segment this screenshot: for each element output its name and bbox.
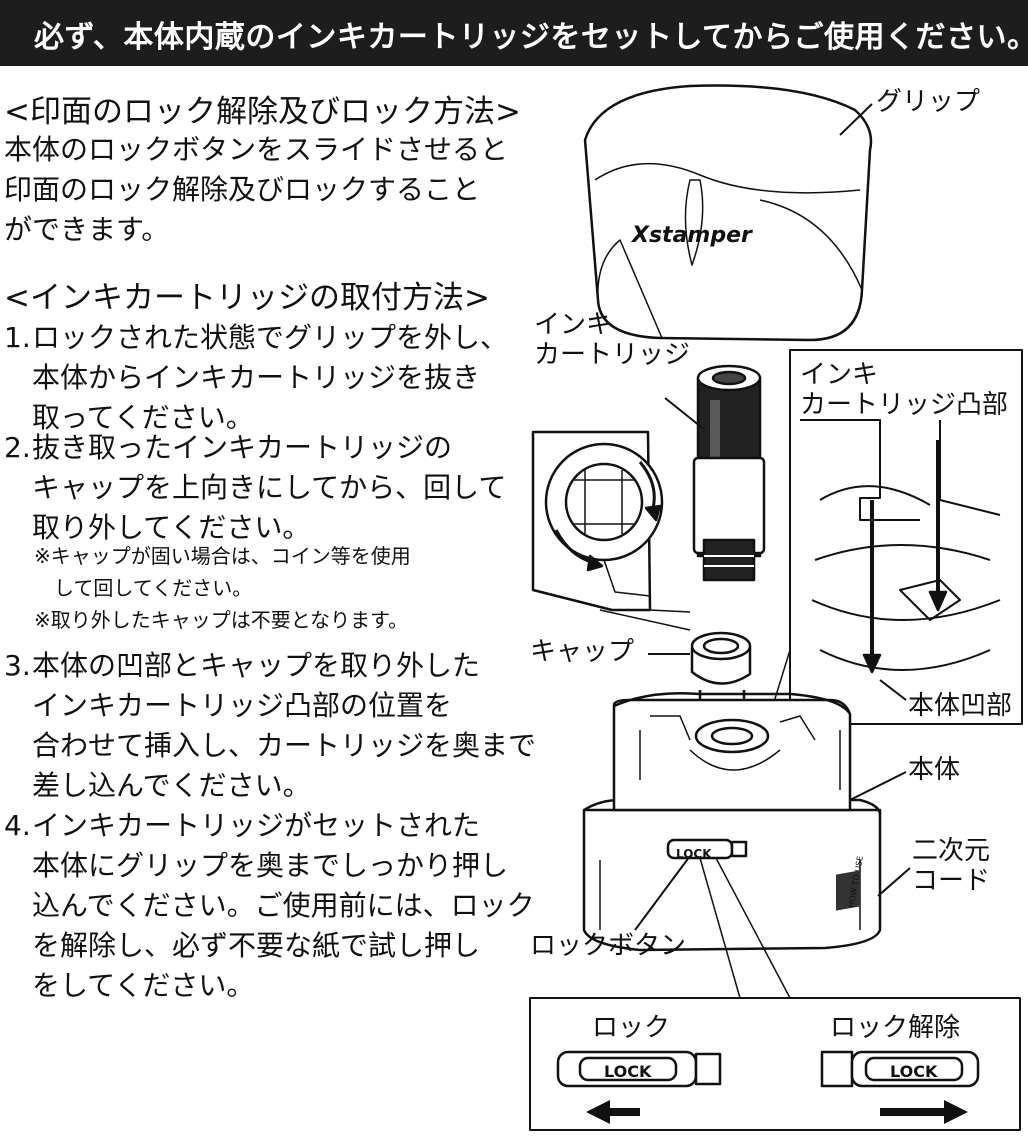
step4-text: インキカートリッジがセットされた 本体にグリップを奥までしっかり押し 込んでくだ… [32,806,535,1006]
section2-heading: <インキカートリッジの取付方法> [4,280,490,316]
step-line: 抜き取ったインキカートリッジの [32,431,453,464]
lock-state-text: LOCK [604,1062,652,1081]
body-lock-text: LOCK [676,847,712,861]
convex-line: カートリッジ凸部 [800,390,1009,420]
arrow-left-icon [586,1100,640,1124]
step2-notes: ※キャップが固い場合は、コイン等を使用 して回してください。 ※取り外したキャッ… [34,540,411,636]
step3-text: 本体の凹部とキャップを取り外した インキカートリッジ凸部の位置を 合わせて挿入し… [32,646,536,806]
note-line: ※取り外したキャップは不要となります。 [34,608,409,632]
step-line: インキカートリッジがセットされた [32,809,481,842]
qr-code-label: 二次元 コード [912,836,990,896]
step-line: を解除し、必ず不要な紙で試し押し [32,929,481,962]
lock-state-illustration [556,1050,722,1088]
ink-cartridge-line: インキ [534,310,613,340]
cap-label: キャップ [530,637,635,667]
ink-cartridge-label: インキ カートリッジ [534,310,690,370]
lock-button-illustration [666,838,748,860]
section1-text: 本体のロックボタンをスライドさせると 印面のロック解除及びロックすること ができ… [4,130,508,250]
step-line: 込んでください。ご使用前には、ロック [32,889,535,922]
step1-number: 1. [4,321,31,354]
grip-label: グリップ [876,87,981,117]
body-concave-label: 本体凹部 [908,691,1013,721]
arrow-right-icon [880,1100,968,1124]
ink-cartridge-illustration [692,364,766,582]
cartridge-convex-label: インキ カートリッジ凸部 [800,360,1008,420]
step2-text: 抜き取ったインキカートリッジの キャップを上向きにしてから、回して 取り外してく… [32,428,506,548]
section1-heading: <印面のロック解除及びロック方法> [4,94,521,130]
unlock-state-text: LOCK [890,1062,938,1081]
brand-logo: Xstamper [632,223,752,248]
step-line: 合わせて挿入し、カートリッジを奥まで [32,729,537,762]
body-illustration [582,691,882,952]
body-label: 本体 [908,755,961,785]
section1-line: 印面のロック解除及びロックすること [4,173,481,206]
step-line: 差し込んでください。 [32,769,311,802]
step-line: キャップを上向きにしてから、回して [32,471,507,504]
step-line: ロックされた状態でグリップを外し、 [32,321,509,354]
lock-button-label: ロックボタン [530,931,687,961]
unlock-state-illustration [820,1050,980,1088]
step2-number: 2. [4,431,31,464]
cap-rotation-detail [531,430,664,612]
note-line: して回してください。 [54,576,253,600]
step-line: 本体の凹部とキャップを取り外した [32,649,481,682]
step1-text: ロックされた状態でグリップを外し、 本体からインキカートリッジを抜き 取ってくだ… [32,318,508,438]
section1-line: ができます。 [4,213,170,246]
lock-arrows [586,1100,968,1124]
banner: 必ず、本体内蔵のインキカートリッジをセットしてからご使用ください。 [0,0,1028,66]
step-line: 本体からインキカートリッジを抜き [32,361,481,394]
section1-line: 本体のロックボタンをスライドさせると [4,133,509,166]
banner-text: 必ず、本体内蔵のインキカートリッジをセットしてからご使用ください。 [34,20,1028,55]
qr-line: 二次元 [912,836,991,866]
step-line: 取ってください。 [32,401,254,434]
convex-line: インキ [800,360,879,390]
step-line: インキカートリッジ凸部の位置を [32,689,453,722]
step-line: をしてください。 [32,969,255,1002]
step-line: 取り外してください。 [32,511,311,544]
note-line: ※キャップが固い場合は、コイン等を使用 [34,544,411,568]
step3-number: 3. [4,649,31,682]
step4-number: 4. [4,809,31,842]
grip-illustration [583,84,873,342]
unlock-label: ロック解除 [830,1013,961,1043]
qr-line: コード [912,866,991,896]
step-line: 本体にグリップを奥までしっかり押し [32,849,509,882]
lock-label: ロック [592,1013,671,1043]
ink-cartridge-line: カートリッジ [534,340,691,370]
